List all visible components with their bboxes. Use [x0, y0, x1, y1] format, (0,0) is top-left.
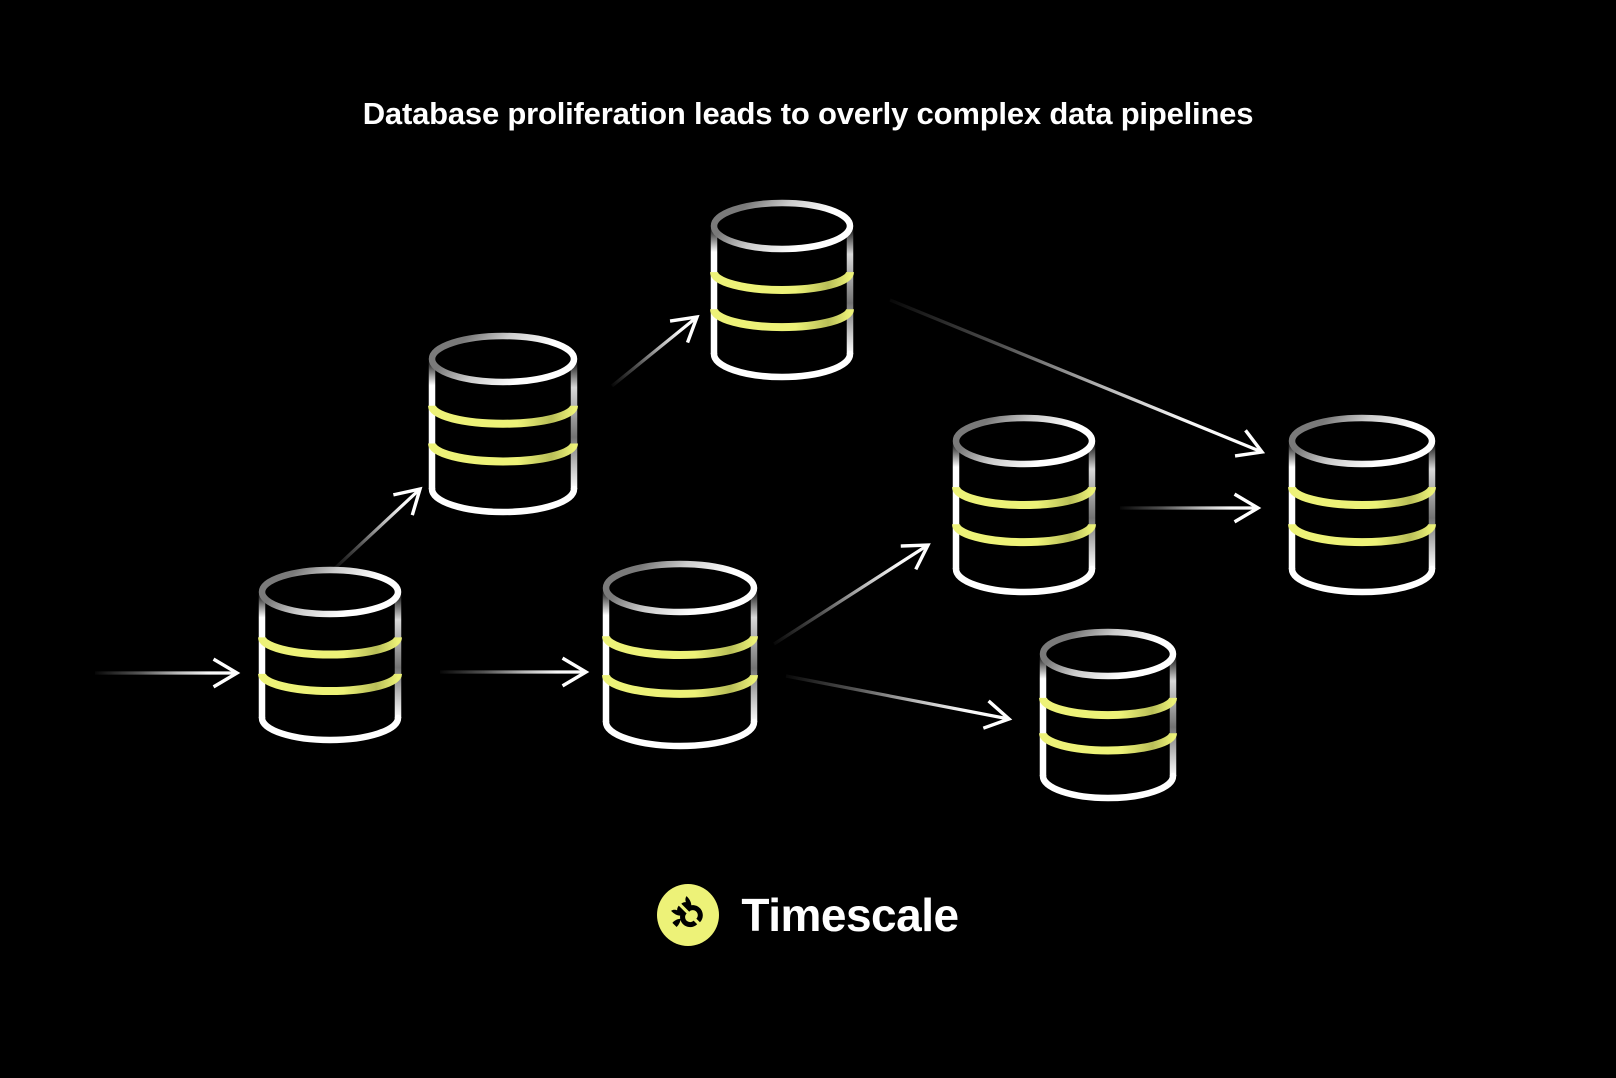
- inbound-arrow: [95, 657, 241, 689]
- accent-band: [952, 523, 1096, 547]
- arrow-db5-to-db7: [1120, 492, 1262, 524]
- database-node-6[interactable]: [1039, 628, 1177, 802]
- accent-band: [428, 442, 578, 466]
- accent-band: [1288, 523, 1436, 547]
- accent-band: [602, 674, 758, 698]
- page-title: Database proliferation leads to overly c…: [362, 96, 1254, 131]
- arrow-db1-to-db4: [440, 656, 590, 688]
- database-node-4[interactable]: [602, 560, 758, 750]
- accent-band: [1039, 697, 1177, 720]
- accent-band: [952, 486, 1096, 510]
- nodes-layer: [258, 199, 1436, 802]
- arrowhead-icon: [900, 543, 931, 571]
- timescale-tiger-logo-icon: [657, 884, 720, 946]
- accent-band: [710, 308, 854, 332]
- edges-layer: [95, 298, 1266, 730]
- arrowhead-icon: [212, 657, 241, 689]
- database-node-3[interactable]: [710, 199, 854, 381]
- brand-name: Timescale: [741, 889, 959, 941]
- arrowhead-icon: [1233, 492, 1262, 524]
- arrow-db2-to-db3: [610, 314, 700, 388]
- database-node-1[interactable]: [258, 566, 402, 744]
- accent-band: [428, 405, 578, 428]
- database-node-5[interactable]: [952, 414, 1096, 596]
- arrowhead-icon: [561, 656, 590, 688]
- arrowhead-icon: [982, 699, 1013, 730]
- accent-band: [258, 673, 402, 696]
- brand-lockup: Timescale: [0, 884, 1616, 946]
- database-node-2[interactable]: [428, 332, 578, 516]
- arrow-db4-to-db6: [785, 674, 1013, 730]
- arrowhead-icon: [1234, 429, 1266, 458]
- arrowhead-icon: [393, 486, 423, 516]
- arrow-db4-to-db5: [773, 543, 931, 646]
- accent-band: [1039, 732, 1177, 755]
- accent-band: [258, 636, 402, 659]
- arrow-db3-to-db7: [889, 298, 1266, 458]
- accent-band: [1288, 486, 1436, 510]
- arrow-db1-to-db2: [331, 486, 423, 572]
- database-node-7[interactable]: [1288, 414, 1436, 596]
- accent-band: [710, 271, 854, 295]
- arrowhead-icon: [669, 314, 700, 344]
- accent-band: [602, 635, 758, 659]
